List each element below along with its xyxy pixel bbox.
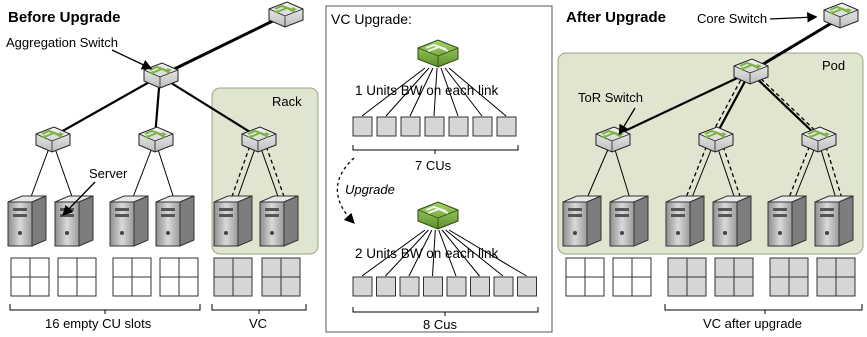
cu-unit-after (352, 276, 373, 297)
vc-upgrade-title: VC Upgrade: (331, 11, 412, 27)
server-label: Server (89, 166, 128, 181)
aggregation-switch-label: Aggregation Switch (6, 35, 118, 50)
cu-unit-before (496, 116, 517, 137)
tor-switch-icon-right-3 (801, 126, 837, 153)
empty-slots-label: 16 empty CU slots (45, 316, 152, 331)
after-cus-label: 8 Cus (423, 317, 457, 332)
tor-switch-icon-2 (138, 126, 174, 153)
upgrade-label: Upgrade (345, 182, 395, 197)
cu-unit-after (376, 276, 396, 297)
core-switch-icon-left (268, 1, 304, 28)
cu-unit-before (352, 116, 373, 137)
server-icon-4 (155, 195, 195, 247)
cu-slot-grid-right-4 (714, 257, 754, 297)
server-icon-1 (7, 195, 47, 247)
cu-slot-grid-right-1 (565, 257, 605, 297)
server-icon-10 (712, 195, 752, 247)
upgrade-arrow (336, 157, 355, 224)
after-bw-label: 2 Units BW on each link (355, 246, 499, 261)
cu-slot-grid-6 (261, 257, 301, 297)
server-icon-8 (609, 195, 649, 247)
before-bw-label: 1 Units BW on each link (355, 83, 499, 98)
braces (9, 145, 863, 316)
cu-slot-grid-1 (10, 257, 50, 297)
core-switch-icon (823, 2, 859, 29)
cu-unit-after (493, 276, 514, 297)
cu-unit-before (400, 116, 421, 137)
cu-unit-after (423, 276, 443, 297)
vc-switch-icon-before (417, 39, 459, 68)
core-switch-label: Core Switch (697, 11, 767, 26)
rack-label: Rack (272, 94, 302, 109)
cu-slot-grid-2 (57, 257, 97, 297)
cu-unit-after (446, 276, 467, 297)
vc-label: VC (249, 316, 267, 331)
cu-unit-before (376, 116, 397, 137)
server-icon-12 (814, 195, 854, 247)
aggregation-switch-icon-right (733, 58, 769, 85)
server-icon-9 (665, 195, 705, 247)
cu-slot-grid-right-6 (816, 257, 856, 297)
cu-unit-before (424, 116, 445, 137)
cu-unit-after (470, 276, 490, 297)
tor-switch-icon-3 (241, 126, 277, 153)
server-icon-11 (767, 195, 807, 247)
cu-slot-grid-3 (112, 257, 152, 297)
annotation-arrows (62, 12, 818, 216)
server-icon-5 (213, 195, 253, 247)
vc-switch-icon-after (417, 201, 459, 230)
fanout-links-before (361, 67, 507, 117)
after-upgrade-title: After Upgrade (566, 9, 666, 26)
server-icon-7 (562, 195, 602, 247)
tor-switch-label: ToR Switch (578, 90, 643, 105)
cu-slot-grid-right-3 (667, 257, 707, 297)
cu-unit-after (399, 276, 420, 297)
pod-label: Pod (822, 58, 845, 73)
cu-unit-before (448, 116, 469, 137)
server-icon-3 (109, 195, 149, 247)
fanout-links-after (361, 229, 527, 277)
tor-switch-icon-right-2 (698, 126, 734, 153)
before-upgrade-title: Before Upgrade (8, 9, 121, 26)
server-icon-6 (259, 195, 299, 247)
cu-slot-grid-5 (213, 257, 253, 297)
cu-unit-before (472, 116, 493, 137)
right-links (583, 16, 845, 206)
cu-unit-after (517, 276, 537, 297)
before-cus-label: 7 CUs (415, 158, 452, 173)
cu-slot-grid-right-5 (769, 257, 809, 297)
cu-slot-grid-right-2 (612, 257, 652, 297)
tor-switch-icon-1 (35, 126, 71, 153)
cu-slot-grid-4 (159, 257, 199, 297)
vc-after-upgrade-label: VC after upgrade (703, 316, 802, 331)
